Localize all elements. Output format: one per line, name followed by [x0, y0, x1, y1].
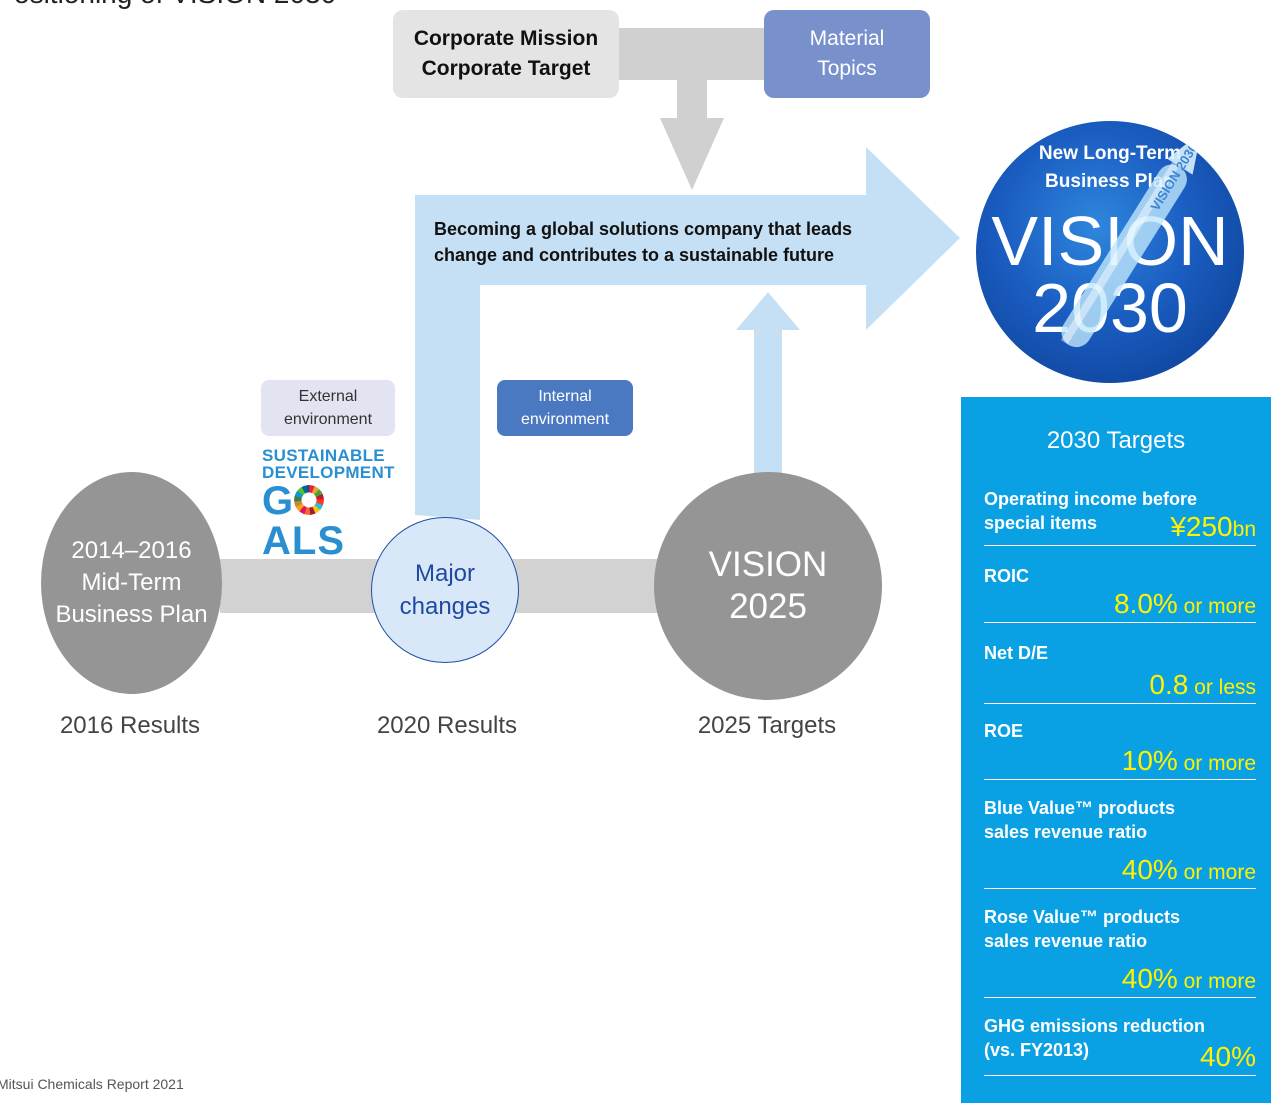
- target-label-line2: sales revenue ratio: [984, 822, 1148, 842]
- target-label-line1: ROE: [984, 721, 1024, 741]
- down-arrow-shaft: [677, 56, 707, 120]
- target-value-number: 0.8: [1149, 669, 1189, 700]
- plan-2016-line3: Business Plan: [55, 601, 208, 628]
- target-value-number: 40%: [1199, 1041, 1256, 1072]
- arrow-statement-line1: Becoming a global solutions company that…: [434, 219, 853, 239]
- corporate-mission-label: Corporate Mission: [413, 27, 599, 50]
- target-item: ROIC 8.0% or more: [984, 564, 1256, 623]
- up-arrow: [736, 292, 800, 476]
- major-changes-circle: Major changes: [371, 517, 519, 663]
- arrow-statement: Becoming a global solutions company that…: [434, 216, 934, 268]
- page-title: ositioning of VISION 2030: [14, 0, 336, 10]
- sdg-goals: GALS: [262, 481, 402, 561]
- result-2016-label: 2016 Results: [59, 712, 201, 739]
- target-value-number: 40%: [1121, 854, 1178, 885]
- target-label-line1: ROIC: [984, 566, 1029, 586]
- sdg-line1: SUSTAINABLE: [262, 446, 385, 465]
- plan-2016-line1: 2014–2016: [71, 537, 192, 564]
- target-label-line2: (vs. FY2013): [984, 1040, 1090, 1060]
- vision-2025-line1: VISION: [708, 545, 828, 584]
- vision-2025-circle: VISION 2025: [654, 472, 882, 700]
- result-2020-label: 2020 Results: [376, 712, 518, 739]
- target-value-number: 10%: [1121, 745, 1178, 776]
- target-label-line1: Operating income before: [984, 489, 1198, 509]
- target-value-suffix: or less: [1188, 676, 1256, 699]
- target-value: 0.8 or less: [1149, 669, 1256, 701]
- internal-line2: environment: [520, 411, 610, 428]
- target-value: 10% or more: [1122, 745, 1256, 777]
- corporate-target-label: Corporate Target: [421, 57, 591, 80]
- target-value-number: 40%: [1121, 963, 1178, 994]
- sdg-g: G: [262, 479, 295, 523]
- plan-2016-line2: Mid-Term: [81, 569, 182, 596]
- target-item: Operating income before special items ¥2…: [984, 487, 1256, 546]
- corporate-mission-box: Corporate Mission Corporate Target: [393, 10, 619, 98]
- footer-text: Mitsui Chemicals Report 2021: [0, 1076, 184, 1092]
- external-environment-label: External environment: [261, 380, 395, 436]
- sdg-logo: SUSTAINABLE DEVELOPMENT GALS: [262, 447, 402, 561]
- target-label-line1: GHG emissions reduction: [984, 1016, 1206, 1036]
- internal-line1: Internal: [538, 388, 592, 405]
- target-item: ROE 10% or more: [984, 719, 1256, 780]
- target-label-line1: Blue Value™ products: [984, 798, 1176, 818]
- vision-2030-circle: New Long-Term Business Plan VISION 2030 …: [976, 121, 1244, 383]
- target-value: 40% or more: [1122, 963, 1256, 995]
- target-label-line1: Rose Value™ products: [984, 907, 1181, 927]
- target-item: Net D/E 0.8 or less: [984, 641, 1256, 704]
- target-value-number: ¥250: [1170, 511, 1233, 542]
- targets-title: 2030 Targets: [1046, 427, 1186, 454]
- target-value-suffix: or more: [1177, 752, 1256, 775]
- vision-2030-subtitle: New Long-Term Business Plan: [976, 140, 1244, 196]
- target-value: 8.0% or more: [1114, 588, 1256, 620]
- target-2025-label: 2025 Targets: [697, 712, 837, 739]
- topics-label: Topics: [817, 57, 877, 80]
- major-line2: changes: [399, 593, 491, 620]
- target-label-line2: sales revenue ratio: [984, 931, 1148, 951]
- target-label-line2: special items: [984, 513, 1098, 533]
- rocket-icon: VISION 2030: [1060, 132, 1202, 348]
- material-label: Material: [809, 27, 885, 50]
- target-label-line1: Net D/E: [984, 643, 1049, 663]
- target-value-suffix: bn: [1232, 518, 1256, 541]
- vision-2025-line2: 2025: [729, 587, 807, 626]
- plan-2016-circle: 2014–2016 Mid-Term Business Plan: [41, 472, 222, 694]
- vision-2030-sub-line1: New Long-Term: [1038, 143, 1182, 164]
- target-value-suffix: or more: [1177, 861, 1256, 884]
- arrow-statement-line2: change and contributes to a sustainable …: [434, 245, 835, 265]
- target-value-suffix: or more: [1177, 970, 1256, 993]
- target-item: Rose Value™ products sales revenue ratio…: [984, 905, 1256, 998]
- targets-panel: 2030 Targets Operating income before spe…: [961, 397, 1271, 1103]
- target-item: GHG emissions reduction (vs. FY2013) 40%: [984, 1014, 1256, 1076]
- external-line1: External: [298, 388, 358, 405]
- internal-environment-label: Internal environment: [497, 380, 633, 436]
- external-line2: environment: [283, 411, 373, 428]
- target-value-suffix: or more: [1177, 595, 1256, 618]
- sdg-line2: DEVELOPMENT: [262, 463, 395, 482]
- sdg-rest: ALS: [262, 519, 345, 563]
- target-item: Blue Value™ products sales revenue ratio…: [984, 796, 1256, 889]
- target-value: ¥250bn: [1170, 511, 1256, 543]
- target-value-number: 8.0%: [1113, 588, 1178, 619]
- major-line1: Major: [414, 560, 475, 587]
- target-value: 40% or more: [1122, 854, 1256, 886]
- big-blue-arrow: [415, 147, 960, 520]
- vision-2030-sub-line2: Business Plan: [1045, 171, 1175, 192]
- material-topics-box: Material Topics: [764, 10, 930, 98]
- target-value: 40%: [1200, 1041, 1256, 1073]
- down-arrow-head: [660, 118, 724, 190]
- sdg-wheel-icon: [294, 485, 325, 515]
